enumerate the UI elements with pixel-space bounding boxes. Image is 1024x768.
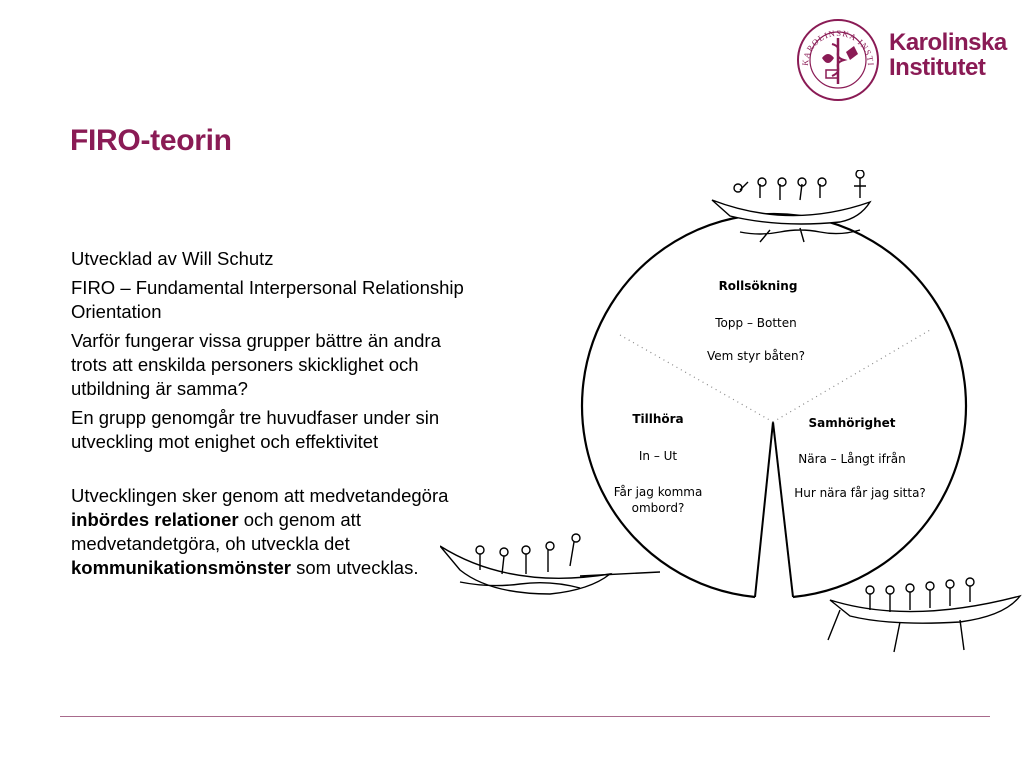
development-bold-1: inbördes relationer bbox=[71, 509, 239, 530]
logo-line-1: Karolinska bbox=[889, 29, 1007, 56]
development-bold-2: kommunikationsmönster bbox=[71, 557, 291, 578]
rollsokning-line-2: Vem styr båten? bbox=[707, 349, 805, 363]
svg-text:KAROLINSKA INSTITUTET · ANNO 1: KAROLINSKA INSTITUTET · ANNO 1810 bbox=[796, 18, 876, 67]
divider-right bbox=[772, 329, 931, 423]
tillhora-line-3: ombord? bbox=[632, 501, 685, 515]
tillhora-heading: Tillhöra bbox=[632, 412, 683, 426]
samhorighet-line-2: Hur nära får jag sitta? bbox=[794, 486, 926, 500]
slide-title: FIRO-teorin bbox=[70, 124, 232, 157]
samhorighet-line-1: Nära – Långt ifrån bbox=[798, 452, 905, 466]
boat-top-sketch bbox=[711, 170, 872, 243]
development-text-2: och genom att medvetandetgöra, oh utveck… bbox=[71, 509, 361, 554]
tillhora-line-2: Får jag komma bbox=[614, 485, 703, 499]
paragraph-firo-definition: FIRO – Fundamental Interpersonal Relatio… bbox=[71, 277, 464, 322]
boat-left-sketch bbox=[440, 533, 661, 595]
wedge-left-line bbox=[754, 421, 774, 598]
footer-divider bbox=[60, 716, 990, 717]
wedge-right-line bbox=[772, 421, 794, 598]
firo-circle bbox=[580, 212, 968, 599]
paragraph-question: Varför fungerar vissa grupper bättre än … bbox=[71, 330, 441, 399]
ki-seal-icon: KAROLINSKA INSTITUTET · ANNO 1810 bbox=[792, 10, 879, 101]
karolinska-logo: KAROLINSKA INSTITUTET · ANNO 1810 Karoli… bbox=[792, 10, 1007, 102]
slide-body: Utvecklad av Will Schutz FIRO – Fundamen… bbox=[71, 247, 481, 585]
tillhora-line-1: In – Ut bbox=[639, 449, 678, 463]
rollsokning-heading: Rollsökning bbox=[719, 279, 798, 293]
paragraph-development: Utvecklingen sker genom att medvetandegö… bbox=[71, 484, 481, 580]
rollsokning-line-1: Topp – Botten bbox=[714, 316, 796, 330]
logo-line-2: Institutet bbox=[889, 54, 986, 81]
samhorighet-heading: Samhörighet bbox=[808, 416, 895, 430]
paragraph-phases: En grupp genomgår tre huvudfaser under s… bbox=[71, 407, 440, 452]
logo-wordmark: Karolinska Institutet bbox=[889, 30, 1007, 80]
firo-diagram: Rollsökning Topp – Botten Vem styr båten… bbox=[440, 170, 1022, 653]
development-text-3: som utvecklas. bbox=[291, 557, 419, 578]
development-text-1: Utvecklingen sker genom att medvetandegö… bbox=[71, 485, 449, 506]
seal-text: KAROLINSKA INSTITUTET · ANNO 1810 bbox=[792, 10, 875, 67]
paragraph-author: Utvecklad av Will Schutz bbox=[71, 248, 274, 269]
boat-right-sketch bbox=[827, 577, 1022, 653]
